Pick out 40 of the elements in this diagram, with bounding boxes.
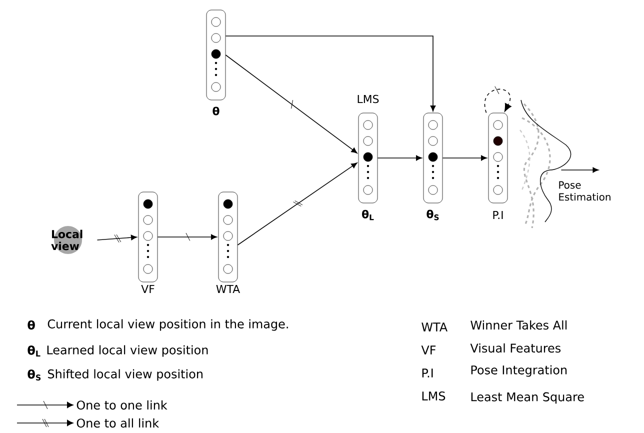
description: Learned local view position <box>47 345 208 357</box>
arrow <box>96 234 137 243</box>
arrow <box>560 167 599 173</box>
abbreviation: VF <box>421 346 436 354</box>
abbreviation: WTA <box>422 322 448 332</box>
arrow <box>377 155 422 161</box>
description: Pose Integration <box>471 365 567 377</box>
neuron-column <box>423 112 443 204</box>
neuron-column <box>138 192 158 282</box>
column-label: LMS <box>358 94 379 104</box>
arrow <box>157 232 217 241</box>
arrow <box>225 54 358 154</box>
description: Least Mean Square <box>471 392 584 404</box>
column-label: VF <box>141 285 154 293</box>
symbol-label: θ <box>28 320 35 330</box>
description: Winner Takes All <box>470 320 567 330</box>
arrow <box>237 162 358 246</box>
arrow <box>484 86 512 114</box>
column-label: θ <box>212 106 220 116</box>
column-label: P.I <box>493 211 503 219</box>
symbol-label: θ$_{L}$ <box>28 346 40 356</box>
abbreviation: P.I <box>422 368 433 378</box>
description: Visual Features <box>470 343 561 353</box>
local-view-patch: Local view <box>51 226 82 254</box>
neuron-column <box>218 192 238 282</box>
neuron-column <box>206 10 226 100</box>
column-label: WTA <box>216 285 240 293</box>
legend-text: One to one link <box>76 400 168 410</box>
description: Shifted local view position <box>48 369 202 381</box>
column-label: θ$_{L}$ <box>362 210 374 220</box>
symbol-label: θ$_{S}$ <box>28 369 41 381</box>
arrow <box>225 36 436 112</box>
neuron-column <box>358 112 378 204</box>
abbreviation: LMS <box>422 391 446 401</box>
neuron-column <box>488 112 508 204</box>
arrow <box>442 155 487 161</box>
edge-label: Pose Estimation <box>559 181 610 201</box>
legend-text: One to all link <box>76 418 160 428</box>
column-label: θ$_{S}$ <box>426 210 439 220</box>
description: Current local view position in the image. <box>48 319 288 331</box>
